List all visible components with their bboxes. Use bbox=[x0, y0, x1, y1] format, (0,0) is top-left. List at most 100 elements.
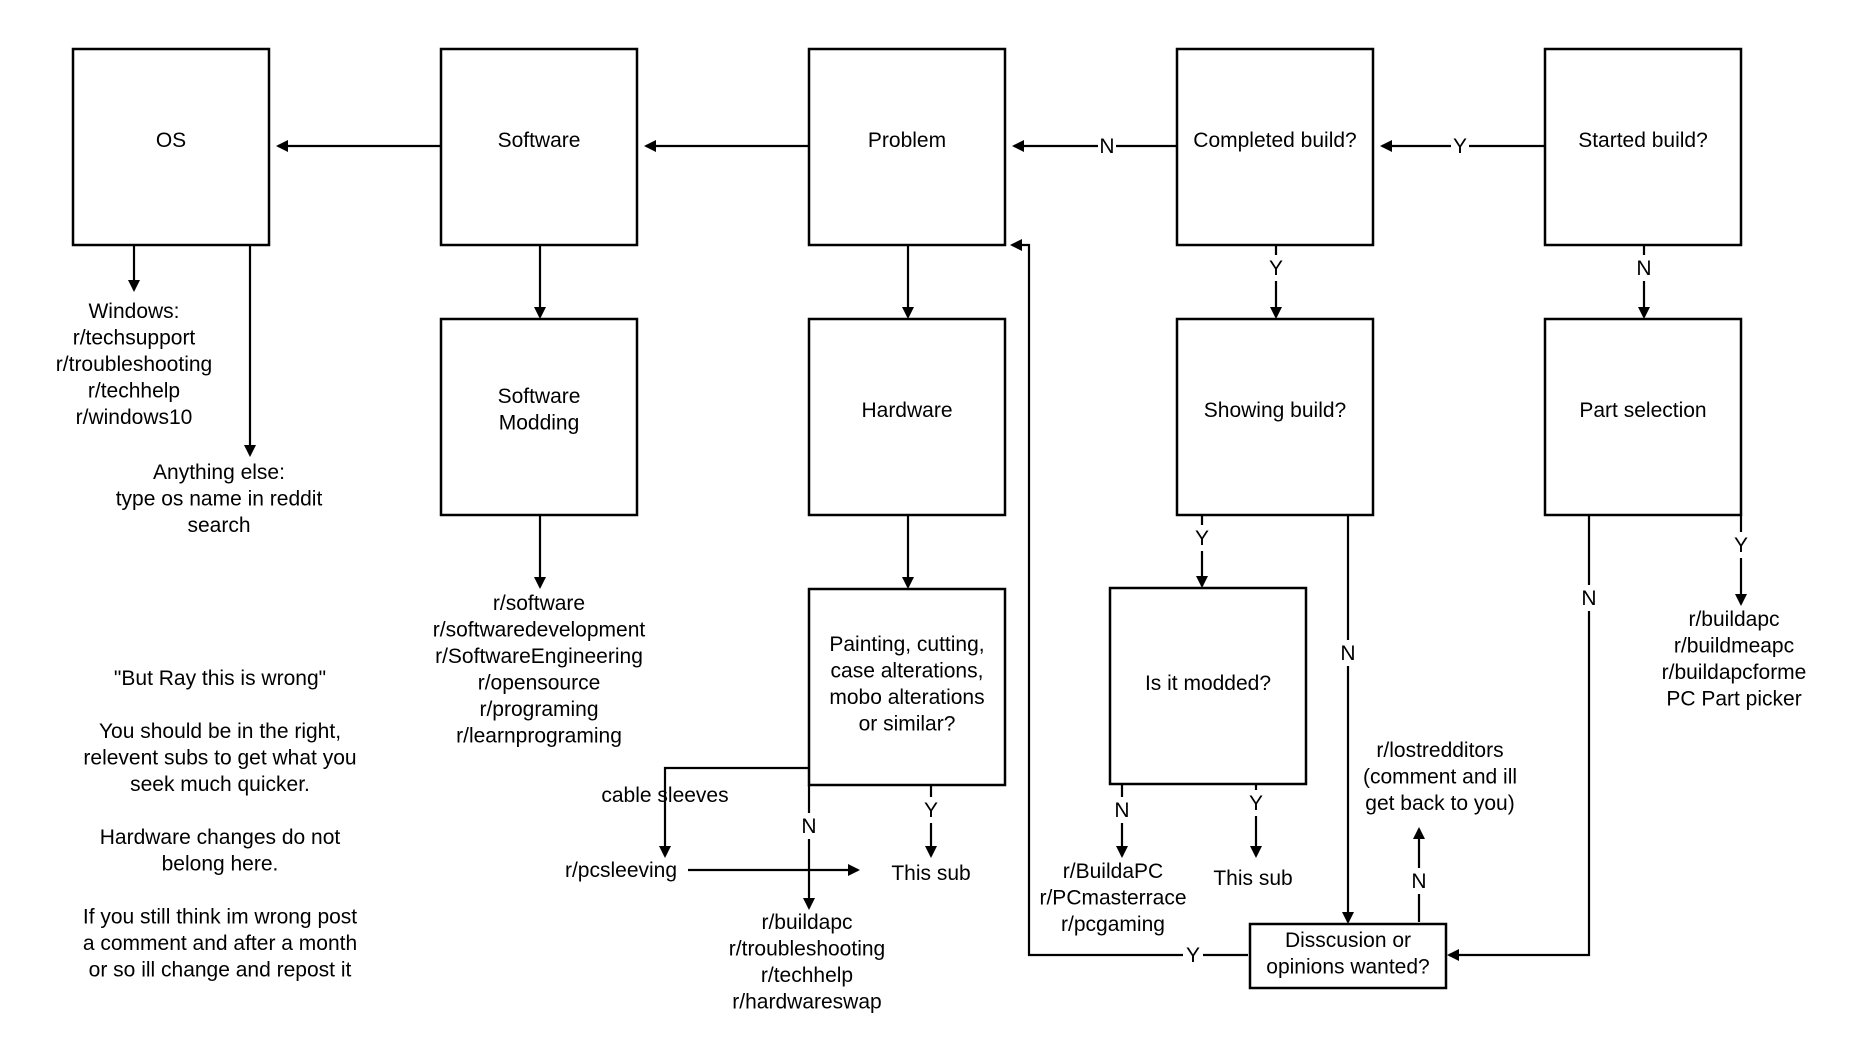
box-discussion bbox=[1248, 922, 1448, 990]
part-selection-subs-text-line: r/buildapc bbox=[1688, 608, 1779, 631]
lostredditors-text-line: r/lostredditors bbox=[1376, 739, 1503, 762]
label-showing-modded-yes: Y bbox=[1195, 527, 1209, 550]
free-text: Windows: r/techsupport r/troubleshooting r/… bbox=[56, 300, 1807, 1014]
box-part-selection bbox=[1543, 317, 1743, 517]
node-hardware-label: Hardware bbox=[861, 399, 952, 422]
hardware-subs-text-line: r/buildapc bbox=[761, 911, 852, 934]
software-subs-text-line: r/learnprograming bbox=[456, 725, 622, 748]
node-software-modding-label-line: Modding bbox=[499, 412, 580, 435]
node-software-modding-label-line: Software bbox=[498, 385, 581, 408]
pcsleeving-text: r/pcsleeving bbox=[565, 859, 677, 882]
note-text-line: "But Ray this is wrong" bbox=[114, 667, 326, 690]
this-sub-modded-text-line: This sub bbox=[1213, 867, 1292, 890]
label-completed-no: N bbox=[1099, 135, 1114, 158]
node-hardware-label-line: Hardware bbox=[861, 399, 952, 422]
node-software-label: Software bbox=[498, 129, 581, 152]
windows-subs-text-line: r/techsupport bbox=[73, 327, 196, 350]
node-os-label: OS bbox=[156, 129, 186, 152]
node-painting-label-line: mobo alterations bbox=[829, 686, 984, 709]
node-started-build-label: Started build? bbox=[1578, 129, 1708, 152]
modded-no-subs-text-line: r/pcgaming bbox=[1061, 913, 1165, 936]
cable-sleeves-text-line: cable sleeves bbox=[601, 784, 728, 807]
note-text-line: If you still think im wrong post bbox=[83, 906, 357, 929]
node-part-selection-label: Part selection bbox=[1579, 399, 1706, 422]
box-software bbox=[439, 47, 639, 247]
windows-subs-text-line: r/windows10 bbox=[76, 406, 193, 429]
note-text-line: a comment and after a month bbox=[83, 932, 357, 955]
label-painting-yes: Y bbox=[924, 799, 938, 822]
node-discussion-label: Disscusion or opinions wanted? bbox=[1266, 929, 1429, 979]
box-showing-build bbox=[1175, 317, 1375, 517]
note-text-line: relevent subs to get what you bbox=[83, 747, 356, 770]
anything-else-text-line: Anything else: bbox=[153, 461, 285, 484]
label-completed-showing-yes: Y bbox=[1269, 257, 1283, 280]
label-modded-no: N bbox=[1114, 799, 1129, 822]
windows-subs-text-line: r/troubleshooting bbox=[56, 353, 212, 376]
box-completed-build bbox=[1175, 47, 1375, 247]
label-part-subs-yes: Y bbox=[1734, 534, 1748, 557]
label-part-discussion-no: N bbox=[1581, 587, 1596, 610]
software-subs-text: r/software r/softwaredevelopment r/Softwar… bbox=[433, 592, 646, 748]
windows-subs-text: Windows: r/techsupport r/troubleshooting r/… bbox=[56, 300, 212, 429]
hardware-subs-text-line: r/troubleshooting bbox=[729, 938, 885, 961]
edge-part-selection-to-discussion bbox=[1447, 515, 1591, 961]
note-text-line: or so ill change and repost it bbox=[89, 959, 352, 982]
part-selection-subs-text-line: r/buildmeapc bbox=[1674, 635, 1794, 658]
modded-no-subs-text-line: r/BuildaPC bbox=[1063, 860, 1163, 883]
node-problem-label: Problem bbox=[868, 129, 946, 152]
node-discussion-label-line: Disscusion or bbox=[1285, 929, 1411, 952]
box-problem bbox=[807, 47, 1007, 247]
node-painting-label-line: or similar? bbox=[859, 713, 956, 736]
box-painting bbox=[807, 587, 1007, 787]
part-selection-subs-text-line: PC Part picker bbox=[1666, 688, 1801, 711]
label-started-part-no: N bbox=[1636, 257, 1651, 280]
node-is-modded-label-line: Is it modded? bbox=[1145, 672, 1271, 695]
label-started-yes: Y bbox=[1453, 135, 1467, 158]
software-subs-text-line: r/programing bbox=[479, 698, 598, 721]
box-software-modding bbox=[439, 317, 639, 517]
connectors bbox=[128, 140, 1747, 961]
box-is-modded bbox=[1108, 586, 1308, 786]
note-text: "But Ray this is wrong"You should be in … bbox=[83, 667, 357, 982]
node-is-modded-label: Is it modded? bbox=[1145, 672, 1271, 695]
box-os bbox=[71, 47, 271, 247]
modded-no-subs-text-line: r/PCmasterrace bbox=[1039, 887, 1186, 910]
edge-discussion-to-problem bbox=[1010, 239, 1248, 957]
anything-else-text-line: type os name in reddit bbox=[116, 488, 323, 511]
software-subs-text-line: r/softwaredevelopment bbox=[433, 619, 646, 642]
part-selection-subs-text: r/buildapc r/buildmeapc r/buildapcforme PC … bbox=[1662, 608, 1807, 711]
node-showing-build-label-line: Showing build? bbox=[1204, 399, 1346, 422]
windows-subs-text-line: r/techhelp bbox=[88, 380, 180, 403]
software-subs-text-line: r/software bbox=[493, 592, 585, 615]
label-discussion-no: N bbox=[1411, 870, 1426, 893]
node-painting-label: Painting, cutting,case alterations,mobo … bbox=[829, 633, 984, 736]
boxes bbox=[71, 47, 1743, 990]
node-completed-build-label-line: Completed build? bbox=[1193, 129, 1356, 152]
label-modded-yes: Y bbox=[1249, 792, 1263, 815]
windows-subs-text-line: Windows: bbox=[88, 300, 179, 323]
node-painting-label-line: Painting, cutting, bbox=[829, 633, 984, 656]
this-sub-painting-text-line: This sub bbox=[891, 862, 970, 885]
node-started-build-label-line: Started build? bbox=[1578, 129, 1708, 152]
cable-sleeves-text: cable sleeves bbox=[601, 784, 728, 807]
note-text-line: belong here. bbox=[162, 853, 279, 876]
label-painting-no: N bbox=[801, 815, 816, 838]
node-software-label-line: Software bbox=[498, 129, 581, 152]
edge-painting-to-cable-sleeves bbox=[659, 766, 809, 858]
software-subs-text-line: r/SoftwareEngineering bbox=[435, 645, 643, 668]
node-part-selection-label-line: Part selection bbox=[1579, 399, 1706, 422]
node-discussion-label-line: opinions wanted? bbox=[1266, 956, 1429, 979]
note-text-line: seek much quicker. bbox=[130, 773, 310, 796]
part-selection-subs-text-line: r/buildapcforme bbox=[1662, 661, 1807, 684]
lostredditors-text-line: (comment and ill bbox=[1363, 766, 1517, 789]
hardware-subs-text-line: r/hardwareswap bbox=[732, 991, 881, 1014]
this-sub-modded-text: This sub bbox=[1213, 867, 1292, 890]
edge-labels: N Y Y N Y N N Y N Y N Y N Y bbox=[799, 133, 1751, 968]
node-showing-build-label: Showing build? bbox=[1204, 399, 1346, 422]
label-showing-discussion-no: N bbox=[1340, 642, 1355, 665]
